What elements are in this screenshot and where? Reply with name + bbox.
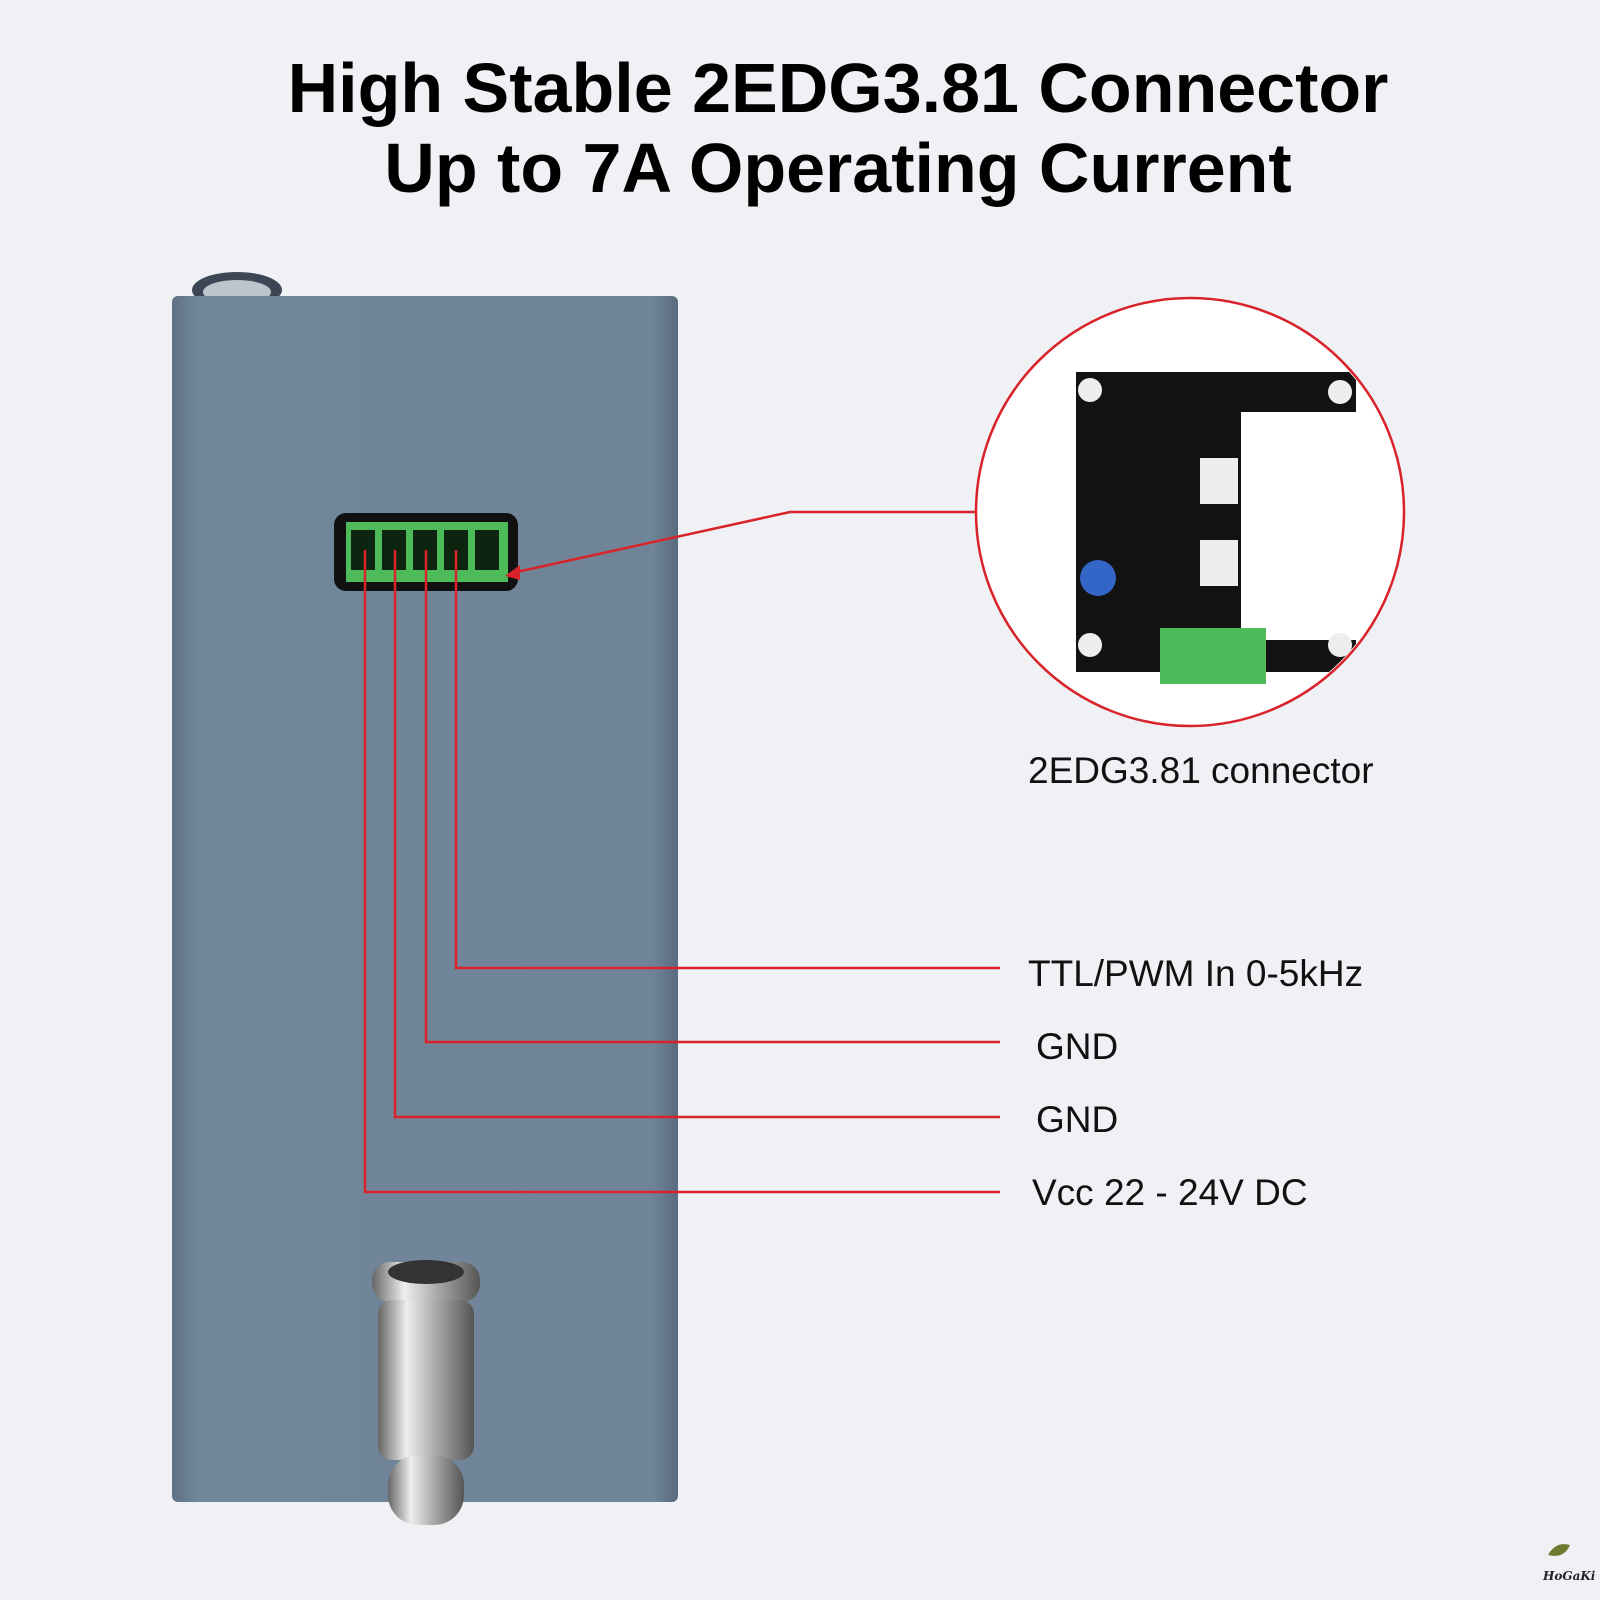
- title-line-2: Up to 7A Operating Current: [384, 129, 1291, 207]
- pin-leader-lines: [363, 510, 1000, 1194]
- nozzle: [372, 1260, 480, 1525]
- svg-text:HoGaKi: HoGaKi: [1542, 1569, 1596, 1583]
- title-line-1: High Stable 2EDG3.81 Connector: [288, 49, 1389, 127]
- pin-label-ttl-pwm: TTL/PWM In 0-5kHz: [1028, 953, 1363, 994]
- pin-label-vcc: Vcc 22 - 24V DC: [1032, 1172, 1308, 1213]
- pcb-inset: [974, 296, 1406, 728]
- brand-logo: HoGaKi: [1542, 1544, 1596, 1583]
- inset-caption: 2EDG3.81 connector: [1028, 750, 1374, 791]
- pin-label-gnd-2: GND: [1036, 1099, 1118, 1140]
- pin-label-gnd-1: GND: [1036, 1026, 1118, 1067]
